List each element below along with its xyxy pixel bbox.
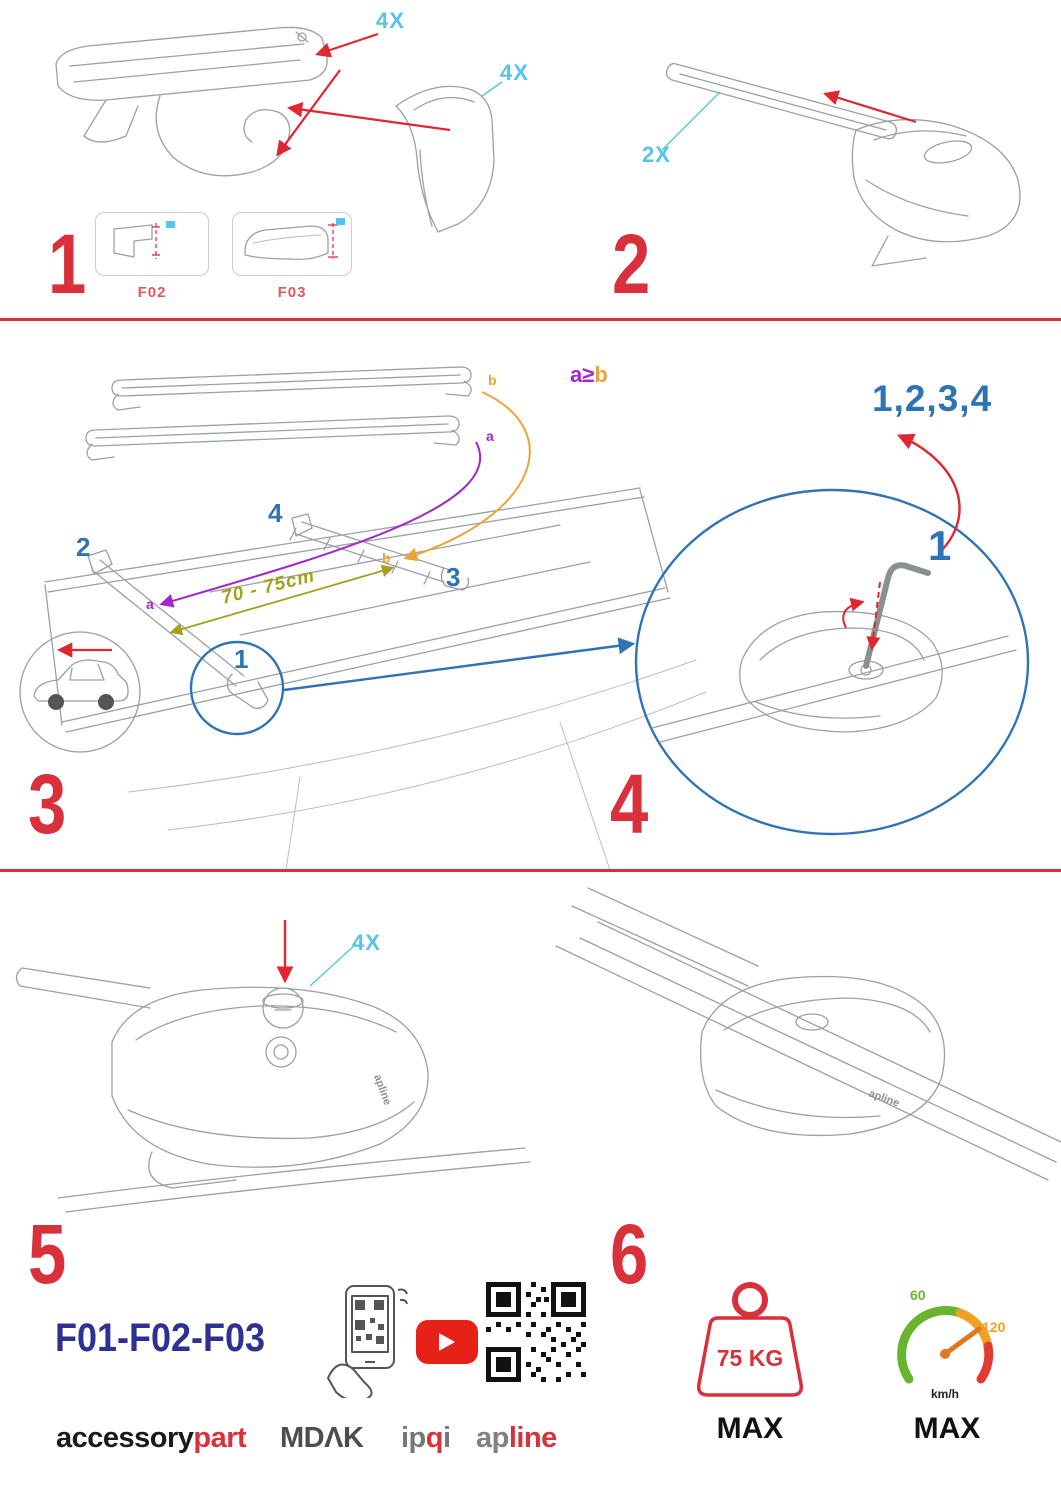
step2-number: 2 <box>612 217 650 311</box>
rule-b: b <box>594 362 608 387</box>
step2-red-arrow <box>823 90 917 124</box>
step1-red-arrows <box>276 32 451 157</box>
position-4-label: 4 <box>268 498 283 528</box>
section-divider-bottom <box>0 869 1061 872</box>
max-load-weight-icon: 75 KG <box>696 1282 804 1397</box>
play-icon <box>439 1333 455 1351</box>
leader-curve-b <box>403 391 531 562</box>
cover-cap-drawing <box>395 85 495 233</box>
max-speed-label: MAX <box>913 1412 981 1445</box>
step2-qty-label: 2X <box>642 142 671 167</box>
brand-accessorypart: accessorypart <box>56 1422 247 1455</box>
car-direction-icon <box>19 631 141 753</box>
speed-unit-label: km/h <box>931 1387 959 1401</box>
part-box-f03 <box>232 212 352 276</box>
push-down-arrow <box>866 581 881 651</box>
rotate-arrow <box>842 597 865 629</box>
rule-a: a <box>570 362 583 387</box>
clamp-brand-mark: apline <box>867 1088 901 1110</box>
brand-ipqi-ip: ip <box>401 1422 426 1454</box>
roof-a-tip-label: a <box>146 596 154 612</box>
step2-bar-into-foot-illustration <box>659 62 1021 267</box>
part-box-f03-label: F03 <box>277 284 307 301</box>
clamp-brand-mark: apline <box>371 1073 393 1107</box>
max-speed-gauge-icon: 60 120 km/h <box>897 1287 1006 1401</box>
allen-key-drawing <box>863 562 931 669</box>
step1-bar-end-and-cover-illustration <box>55 26 503 233</box>
step1-qty-bolt-label: 4X <box>376 8 405 33</box>
section-divider-top <box>0 318 1061 321</box>
bar-a-label: a <box>486 428 494 444</box>
step3-number: 3 <box>28 757 66 851</box>
step6-number: 6 <box>610 1207 648 1301</box>
position-3-label: 3 <box>446 562 461 592</box>
position-2-label: 2 <box>76 532 91 562</box>
step5-cap-insertion-drawing: apline <box>15 920 531 1213</box>
part-marker <box>166 221 175 228</box>
qty-leader-line <box>309 943 357 987</box>
tighten-sequence-arrow <box>896 433 961 553</box>
step1-qty-cover-label: 4X <box>500 60 529 85</box>
gauge-needle <box>942 1326 982 1357</box>
brand-ipqi-i: i <box>443 1422 451 1454</box>
step6-finished-clamp-drawing: apline <box>555 887 1061 1181</box>
mounted-rear-crossbar <box>289 513 470 591</box>
step4-zoom-detail <box>634 488 1030 836</box>
product-codes: F01-F02-F03 <box>55 1316 266 1360</box>
crossbar-end-drawing <box>55 26 328 177</box>
part-f02-thumbnail <box>113 221 175 259</box>
tighten-sequence-label: 1,2,3,4 <box>872 378 993 419</box>
step3-step4-roof-illustration <box>19 366 1030 870</box>
speed-120-label: 120 <box>982 1319 1006 1335</box>
brand-mdak: MDΛK <box>280 1422 364 1454</box>
foot-drawing <box>851 118 1021 267</box>
brand-apline: apline <box>476 1422 557 1455</box>
rule-operator: ≥ <box>582 362 595 387</box>
brand-ipqi-q: q <box>425 1422 444 1454</box>
leader-curve-a <box>159 441 482 608</box>
roof-b-tip-label: b <box>382 550 391 566</box>
max-load-value: 75 KG <box>717 1345 783 1371</box>
brand-apline-ap: ap <box>476 1422 509 1454</box>
step5-qty-label: 4X <box>352 930 381 955</box>
part-box-f02-label: F02 <box>137 284 167 301</box>
part-box-f02 <box>95 212 209 276</box>
phone-qr-scan-icon <box>327 1285 408 1398</box>
part-f03-thumbnail <box>244 218 345 261</box>
qty-leader-line <box>481 81 503 97</box>
zoom-connector-line <box>283 637 636 692</box>
brand-apline-line: line <box>508 1422 557 1454</box>
tighten-first-label: 1 <box>928 522 952 569</box>
distance-dimension-arrow <box>169 564 395 636</box>
brand-ipqi: ipqi <box>401 1422 451 1455</box>
step5-step6-clamp-illustration: apline apline <box>15 887 1061 1213</box>
loose-crossbar-b-drawing <box>111 366 472 411</box>
loose-crossbar-a-drawing <box>85 415 460 461</box>
youtube-icon <box>416 1320 478 1364</box>
length-rule: a≥b <box>570 362 608 388</box>
mounted-front-crossbar <box>87 549 269 709</box>
qr-code <box>486 1282 586 1382</box>
qty-leader-line <box>659 91 721 153</box>
speed-60-label: 60 <box>910 1287 926 1303</box>
max-load-label: MAX <box>716 1412 784 1445</box>
brand-accessory-part1: accessory <box>56 1422 194 1454</box>
position1-highlight-circle <box>189 640 285 736</box>
step5-number: 5 <box>28 1207 66 1301</box>
brand-accessory-part2: part <box>193 1422 247 1454</box>
part-marker <box>336 218 345 225</box>
crossbar-drawing <box>665 62 898 140</box>
step1-number: 1 <box>48 217 86 311</box>
bar-b-label: b <box>488 372 497 388</box>
step4-number: 4 <box>610 757 648 851</box>
position-1-label: 1 <box>234 644 249 674</box>
